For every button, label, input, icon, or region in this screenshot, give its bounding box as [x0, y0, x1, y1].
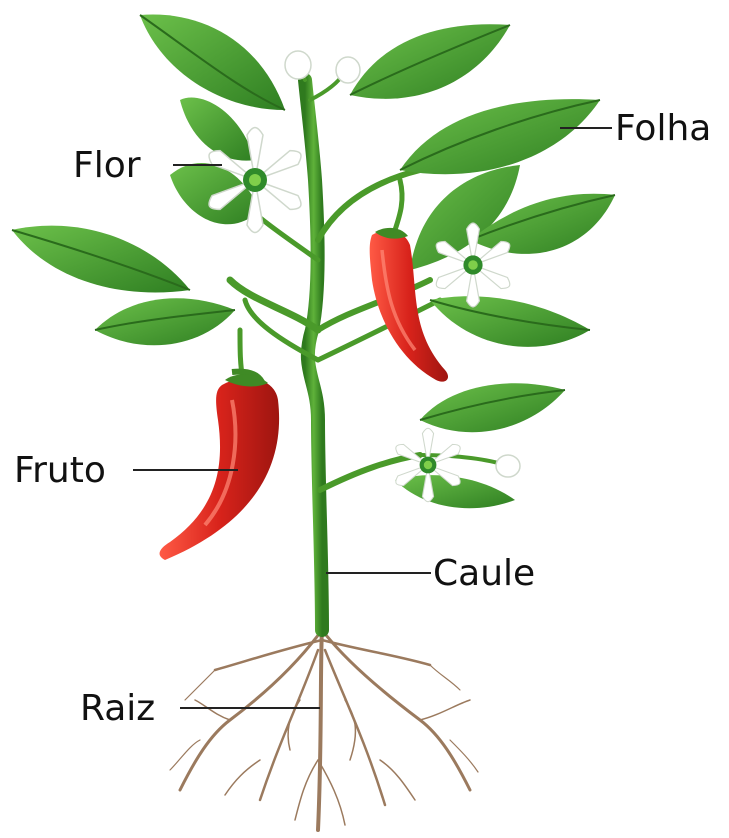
label-folha: Folha: [615, 108, 711, 149]
leaf: [420, 383, 565, 432]
leaf: [400, 99, 600, 174]
label-flor: Flor: [73, 145, 141, 186]
leaf: [95, 298, 235, 345]
label-raiz: Raiz: [80, 688, 155, 729]
flower-bud: [496, 455, 520, 477]
flower-bud: [336, 57, 360, 83]
leaf: [140, 14, 285, 110]
roots: [170, 625, 478, 830]
fruits: [160, 228, 448, 560]
fruit-left: [160, 372, 280, 560]
flower-bud: [285, 51, 311, 79]
leaf: [430, 296, 590, 347]
label-fruto: Fruto: [14, 450, 106, 491]
leaf: [12, 226, 190, 293]
label-caule: Caule: [433, 553, 535, 594]
